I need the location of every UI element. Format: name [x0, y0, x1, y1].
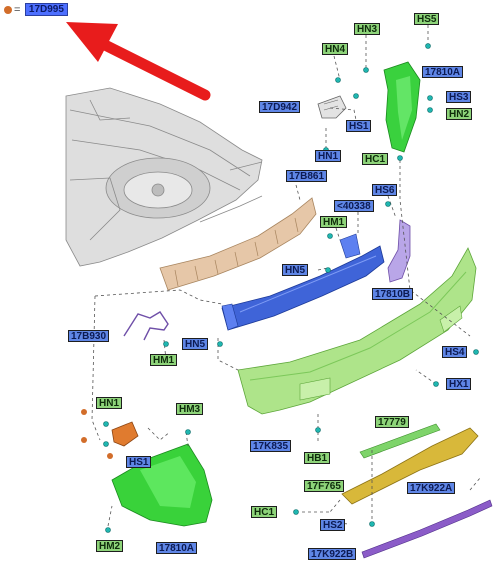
- label-17779: 17779: [375, 416, 409, 428]
- label-hn4: HN4: [322, 43, 349, 55]
- diffuser-17f765: [341, 427, 479, 505]
- pointer-arrow: [66, 22, 211, 101]
- label-hm3: HM3: [176, 403, 204, 415]
- label-17810a-top: 17810A: [422, 66, 464, 78]
- energy-absorber: [159, 197, 317, 291]
- leader-lines: [91, 25, 481, 527]
- label-hm1-low: HM1: [150, 354, 178, 366]
- label-hn5-low: HN5: [182, 338, 209, 350]
- label-17k922b: 17K922B: [308, 548, 357, 560]
- bumper-cover: [237, 247, 477, 415]
- label-hs6: HS6: [372, 184, 398, 196]
- label-17f765: 17F765: [304, 480, 344, 492]
- label-17k835: 17K835: [250, 440, 292, 452]
- strip-17779: [359, 423, 441, 459]
- label-hs3: HS3: [446, 91, 472, 103]
- label-40338: <40338: [334, 200, 374, 212]
- highlighted-part-number: 17D995: [24, 3, 68, 17]
- label-hn3: HN3: [354, 23, 381, 35]
- label-hx1: HX1: [446, 378, 472, 390]
- label-hn1-top: HN1: [315, 150, 342, 162]
- label-17810a-low: 17810A: [156, 542, 198, 554]
- strip-17k922b: [361, 499, 493, 559]
- bracket-17810a-low: [111, 443, 213, 527]
- label-17b930: 17B930: [68, 330, 110, 342]
- bracket-small-orange: [111, 421, 139, 447]
- label-hn2: HN2: [446, 108, 473, 120]
- label-hm1-mid: HM1: [320, 216, 348, 228]
- bracket-17d942: [317, 95, 347, 119]
- label-hn1-low: HN1: [96, 397, 123, 409]
- fasteners: [103, 43, 479, 533]
- label-hm2: HM2: [96, 540, 124, 552]
- part-number-header: = 17D995: [4, 1, 68, 19]
- equals-sign: =: [14, 3, 21, 16]
- floor-panel: [65, 87, 263, 267]
- label-hb1: HB1: [304, 452, 331, 464]
- label-hn5-mid: HN5: [282, 264, 309, 276]
- bracket-17b930: [123, 311, 169, 341]
- label-17810b: 17810B: [372, 288, 414, 300]
- label-hc1-low: HC1: [251, 506, 278, 518]
- label-hs2: HS2: [320, 519, 346, 531]
- label-hs4: HS4: [442, 346, 468, 358]
- label-hs5: HS5: [414, 13, 440, 25]
- bracket-17810b: [387, 219, 411, 283]
- label-17b861: 17B861: [286, 170, 328, 182]
- label-hs1-top: HS1: [346, 120, 372, 132]
- label-hc1-top: HC1: [362, 153, 389, 165]
- nuts: [81, 409, 113, 459]
- bracket-17810a-top: [383, 61, 421, 153]
- label-hs1-low: HS1: [126, 456, 152, 468]
- bumper-reinforcement: [221, 233, 385, 331]
- label-17d942: 17D942: [259, 101, 301, 113]
- marker-dot: [4, 5, 12, 14]
- label-17k922a: 17K922A: [407, 482, 456, 494]
